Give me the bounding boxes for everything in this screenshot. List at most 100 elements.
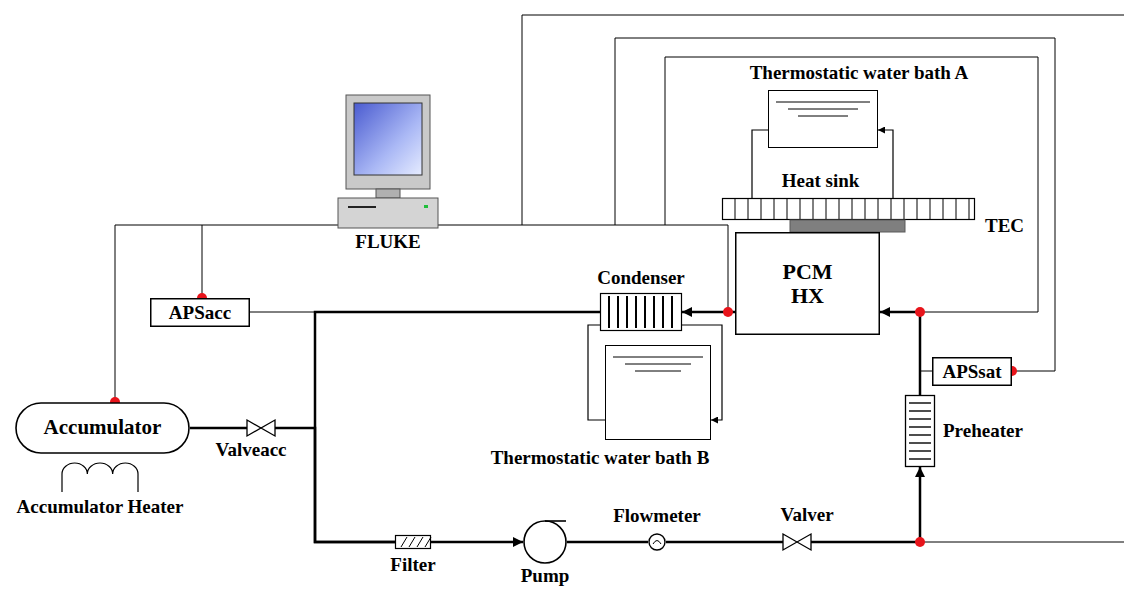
valve: Valveacc xyxy=(247,420,275,436)
monitor xyxy=(346,95,430,189)
condenser-shape xyxy=(600,293,682,331)
fin xyxy=(774,198,775,220)
fin xyxy=(909,402,931,403)
monitor-stand xyxy=(376,189,400,198)
water-loop xyxy=(752,130,768,198)
power-led xyxy=(424,205,428,208)
component-label: FLUKE xyxy=(355,232,420,253)
measure-dot xyxy=(915,537,925,547)
fin xyxy=(653,296,655,328)
sensor-tap xyxy=(250,312,315,313)
component-label: Thermostatic water bath A xyxy=(750,63,969,84)
wire-group xyxy=(115,15,1124,542)
sensor-tap xyxy=(920,371,932,372)
pump-shape xyxy=(523,520,567,564)
fin xyxy=(626,296,628,328)
component-label: Pump xyxy=(521,566,570,587)
valve-shape xyxy=(247,420,275,436)
fin xyxy=(635,296,637,328)
tank-outline xyxy=(16,403,189,453)
fin xyxy=(909,418,931,419)
fin xyxy=(909,442,931,443)
filter-body xyxy=(396,536,431,549)
water-tank: Thermostatic water bath A xyxy=(768,90,878,148)
tec-module-shape xyxy=(790,220,905,232)
flow-pipe xyxy=(880,312,920,395)
fin xyxy=(608,296,610,328)
valve: Valver xyxy=(783,534,811,550)
pump-casing xyxy=(524,521,566,563)
filter-mesh xyxy=(417,537,423,547)
pressure-sensor: APSsat xyxy=(932,357,1012,386)
fin xyxy=(813,198,814,220)
component-label: Valver xyxy=(780,505,833,526)
flow-pipe xyxy=(190,427,247,430)
box-outline xyxy=(151,299,250,327)
fin-block xyxy=(723,199,975,220)
fin-block xyxy=(601,294,682,331)
heat-sink-shape xyxy=(722,198,975,220)
fin xyxy=(969,198,970,220)
flowmeter-shape xyxy=(648,533,666,551)
condenser: Condenser xyxy=(600,293,682,331)
heater-coil-shape xyxy=(60,462,140,492)
water-surface xyxy=(776,102,870,103)
pressure-sensor: APSacc xyxy=(150,298,250,327)
tank-outline xyxy=(769,91,878,148)
filter-mesh xyxy=(401,537,407,547)
signal-wire xyxy=(202,225,203,298)
signal-wire xyxy=(522,15,1124,225)
measure-dot xyxy=(723,307,733,317)
preheater-body xyxy=(906,396,935,467)
fin xyxy=(671,296,673,328)
flow-pipe xyxy=(275,428,395,542)
fin xyxy=(956,198,957,220)
water-tank-shape xyxy=(605,345,711,440)
fin xyxy=(735,198,736,220)
signal-wire xyxy=(920,542,1124,543)
screen xyxy=(354,103,422,175)
flow-pipe xyxy=(567,541,648,544)
fin xyxy=(891,198,892,220)
component-label: PCM HX xyxy=(768,259,848,307)
fin xyxy=(917,198,918,220)
valve-symbol xyxy=(247,420,275,436)
flow-pipe xyxy=(666,541,783,544)
fin xyxy=(909,426,931,427)
pump: Pump xyxy=(523,520,567,564)
component-label: Filter xyxy=(390,555,435,576)
water-loop xyxy=(588,325,605,420)
heat-exchanger: PCM HX xyxy=(735,232,880,335)
heater-coil xyxy=(62,463,138,492)
component-label: TEC xyxy=(985,216,1024,237)
preheater-shape xyxy=(905,395,935,467)
data-logger: FLUKE xyxy=(338,95,438,228)
flow-pipe xyxy=(315,312,600,542)
filter: Filter xyxy=(395,535,431,549)
tank-outline xyxy=(606,346,711,440)
water-surface xyxy=(625,364,691,365)
fin xyxy=(617,296,619,328)
component-label: APSacc xyxy=(169,302,231,323)
fin xyxy=(878,198,879,220)
fin xyxy=(644,296,646,328)
drive-slot xyxy=(348,206,376,208)
fin xyxy=(800,198,801,220)
component-label: Preheater xyxy=(943,421,1023,442)
component-label: APSsat xyxy=(942,361,1001,382)
flowmeter-needle xyxy=(653,541,661,545)
flowmeter: Flowmeter xyxy=(648,533,666,551)
tec-plate xyxy=(790,220,905,232)
measure-points xyxy=(110,293,1017,547)
component-label: Heat sink xyxy=(782,171,860,192)
water-surface xyxy=(613,357,703,358)
accumulator-tank: Accumulator xyxy=(15,402,190,454)
fin xyxy=(826,198,827,220)
heater-coil: Accumulator Heater xyxy=(60,462,140,492)
pump-outlet xyxy=(545,520,566,522)
fin xyxy=(904,198,905,220)
component-label: Accumulator Heater xyxy=(17,497,184,518)
fin xyxy=(909,458,931,459)
fin xyxy=(909,450,931,451)
heat-sink: Heat sink xyxy=(722,198,975,220)
